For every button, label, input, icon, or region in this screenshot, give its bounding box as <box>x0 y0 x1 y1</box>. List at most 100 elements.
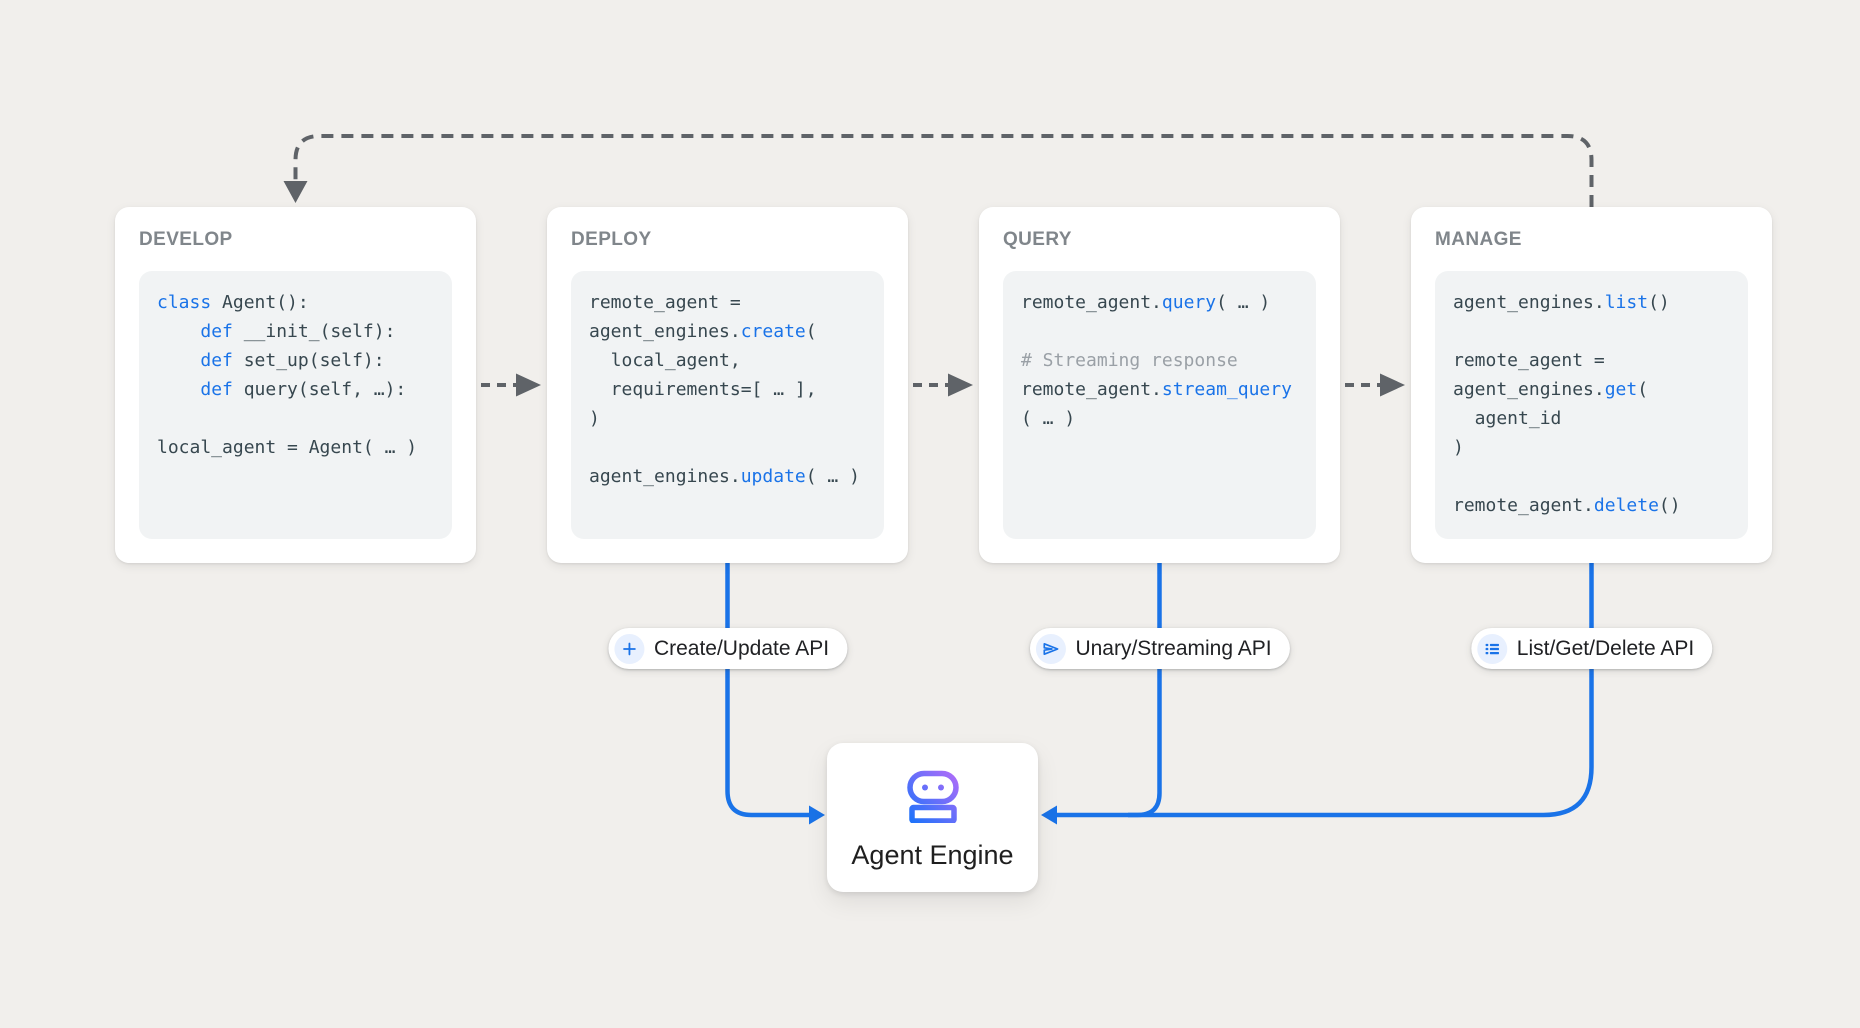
agent-engine-node: Agent Engine <box>827 743 1038 892</box>
code-line: remote_agent = <box>1453 346 1730 375</box>
code-line: ) <box>589 404 866 433</box>
code-text: Agent(): <box>211 292 309 313</box>
code-line: local_agent = Agent( … ) <box>157 433 434 462</box>
code-text: agent_engines. <box>1453 379 1605 400</box>
code-line: def __init_(self): <box>157 317 434 346</box>
code-text: agent_engines. <box>1453 292 1605 313</box>
code-text: agent_engines. <box>589 321 741 342</box>
code-line: agent_engines.list() <box>1453 288 1730 317</box>
card-develop-title: DEVELOP <box>139 229 233 250</box>
code-text <box>157 379 200 400</box>
code-text: ) <box>1453 437 1464 458</box>
code-keyword: delete <box>1593 495 1659 516</box>
deploy-to-query-arrowhead-icon <box>948 373 973 397</box>
develop-code-block: class Agent(): def __init_(self): def se… <box>139 271 452 539</box>
deploy-to-engine-arrowhead-icon <box>809 805 825 825</box>
code-line: requirements=[ … ], <box>589 375 866 404</box>
agent-engine-label: Agent Engine <box>851 840 1014 870</box>
pill-create-update-api: Create/Update API <box>607 628 848 669</box>
code-keyword: create <box>740 321 806 342</box>
card-deploy-title: DEPLOY <box>571 229 652 250</box>
code-line: def set_up(self): <box>157 346 434 375</box>
code-keyword: get <box>1604 379 1638 400</box>
code-text: ) <box>589 408 600 429</box>
code-text: remote_agent. <box>1453 495 1594 516</box>
code-text: local_agent = Agent( … ) <box>157 437 418 458</box>
code-line: agent_id <box>1453 404 1730 433</box>
robot-icon <box>905 767 961 828</box>
manage-code-block: agent_engines.list() remote_agent =agent… <box>1435 271 1748 539</box>
card-query-title: QUERY <box>1003 229 1072 250</box>
deploy-code-block: remote_agent =agent_engines.create( loca… <box>571 271 884 539</box>
pill-list-get-delete-api-label: List/Get/Delete API <box>1516 636 1695 660</box>
code-keyword: class <box>157 292 212 313</box>
query-to-manage-arrowhead-icon <box>1380 373 1405 397</box>
code-comment: # Streaming response <box>1021 350 1238 371</box>
card-deploy: DEPLOY remote_agent =agent_engines.creat… <box>547 207 908 563</box>
code-line <box>589 433 866 462</box>
code-text: ( … ) <box>1021 408 1076 429</box>
code-text <box>157 321 200 342</box>
code-text: remote_agent. <box>1021 292 1162 313</box>
code-text: ( … ) <box>1216 292 1271 313</box>
pill-unary-streaming-api: Unary/Streaming API <box>1029 628 1290 669</box>
card-manage: MANAGE agent_engines.list() remote_agent… <box>1411 207 1772 563</box>
code-line <box>1453 462 1730 491</box>
pill-list-get-delete-api: List/Get/Delete API <box>1470 628 1713 669</box>
code-line: ) <box>1453 433 1730 462</box>
pill-create-update-api-label: Create/Update API <box>653 636 830 660</box>
code-text: agent_id <box>1453 408 1562 429</box>
code-keyword: list <box>1604 292 1649 313</box>
code-text <box>157 350 200 371</box>
code-line: remote_agent.stream_query <box>1021 375 1298 404</box>
code-text: () <box>1648 292 1670 313</box>
code-line: # Streaming response <box>1021 346 1298 375</box>
card-develop: DEVELOP class Agent(): def __init_(self)… <box>115 207 476 563</box>
manage-to-engine-line <box>1056 563 1594 818</box>
engine-left-arrowhead-icon <box>1041 805 1057 825</box>
code-text: remote_agent = <box>1453 350 1605 371</box>
code-text: ( <box>805 321 817 342</box>
plus-icon <box>613 633 644 664</box>
code-text: local_agent, <box>589 350 741 371</box>
code-text: remote_agent = <box>589 292 741 313</box>
code-line: remote_agent.delete() <box>1453 491 1730 520</box>
code-text: requirements=[ … ], <box>589 379 817 400</box>
code-text: remote_agent. <box>1021 379 1162 400</box>
code-text: set_up(self): <box>232 350 385 371</box>
deploy-to-engine-line <box>725 563 810 818</box>
code-keyword: query <box>1161 292 1217 313</box>
code-keyword: def <box>200 350 233 371</box>
code-line: remote_agent.query( … ) <box>1021 288 1298 317</box>
code-line <box>157 404 434 433</box>
code-line: ( … ) <box>1021 404 1298 433</box>
code-keyword: def <box>200 379 233 400</box>
card-query: QUERY remote_agent.query( … ) # Streamin… <box>979 207 1340 563</box>
query-to-engine-line <box>1128 563 1162 818</box>
feedback-arrowhead-icon <box>283 181 308 203</box>
code-text: __init_(self): <box>232 321 396 342</box>
code-keyword: stream_query <box>1161 379 1292 400</box>
pill-unary-streaming-api-label: Unary/Streaming API <box>1075 636 1272 660</box>
develop-to-deploy-arrowhead-icon <box>516 373 541 397</box>
list-icon <box>1476 633 1507 664</box>
code-text: ( <box>1637 379 1649 400</box>
code-keyword: def <box>200 321 233 342</box>
code-line: local_agent, <box>589 346 866 375</box>
query-code-block: remote_agent.query( … ) # Streaming resp… <box>1003 271 1316 539</box>
code-line: agent_engines.create( <box>589 317 866 346</box>
card-manage-title: MANAGE <box>1435 229 1522 250</box>
code-line: remote_agent = <box>589 288 866 317</box>
code-text: query(self, …): <box>232 379 407 400</box>
code-line <box>1453 317 1730 346</box>
code-line: def query(self, …): <box>157 375 434 404</box>
code-line: agent_engines.update( … ) <box>589 462 866 491</box>
code-line: class Agent(): <box>157 288 434 317</box>
feedback-loop-line <box>293 134 1594 207</box>
code-text: agent_engines. <box>589 466 741 487</box>
code-line: agent_engines.get( <box>1453 375 1730 404</box>
code-text: () <box>1658 495 1681 516</box>
code-line <box>1021 317 1298 346</box>
code-keyword: update <box>740 466 806 487</box>
